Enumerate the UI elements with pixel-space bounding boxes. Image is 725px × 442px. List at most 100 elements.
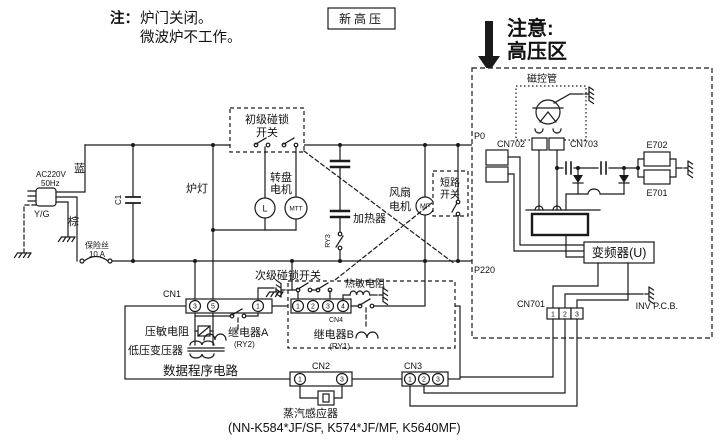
- junction-dots: [131, 143, 640, 263]
- wire-blue: [55, 144, 86, 193]
- new-hv-badge-frame: [327, 7, 396, 30]
- secondary-winding: [189, 353, 215, 359]
- label-brown: 棕: [68, 214, 79, 228]
- diode-icon: [573, 175, 583, 183]
- doubler-lower-wire: [565, 188, 625, 211]
- switch-blade: [283, 137, 295, 145]
- cn3-pin-3: 3: [436, 377, 440, 384]
- steam-sensor-crystal: [322, 393, 330, 403]
- cn701-label: CN701: [517, 299, 545, 309]
- cn4-connector: 1 2 3 4 CN4: [290, 298, 352, 324]
- thermistor-wire: [342, 294, 351, 301]
- cn701-to-cn3-wires: [409, 318, 578, 407]
- fuse-element: [83, 255, 109, 262]
- turntable-label2: 电机: [270, 182, 292, 196]
- note-line1: 炉门关闭。: [140, 10, 213, 27]
- contact: [455, 199, 461, 205]
- cn701-pin-2: 2: [563, 312, 567, 319]
- inverter-ground-wire: [564, 293, 644, 309]
- door-linkage: [303, 150, 456, 285]
- thermistor: 热敏电阻: [342, 277, 389, 306]
- switch-blade: [451, 202, 458, 213]
- contact: [253, 142, 259, 148]
- fuse-label2: 10 A: [89, 250, 106, 259]
- cn3-pin-2: 2: [422, 377, 426, 384]
- cn1-body: [185, 298, 273, 314]
- transformer-output: [565, 234, 585, 258]
- transformer-winding: [534, 205, 562, 211]
- cn1-pin-5: 5: [211, 304, 215, 311]
- fan-letters: MF: [420, 204, 430, 211]
- contact: [455, 211, 461, 217]
- primary-latch-label1: 初级碰锁: [245, 112, 289, 126]
- relay-b-coil: [355, 331, 379, 339]
- relay-a: 继电器A (RY2): [194, 308, 269, 349]
- turntable-symbol: [284, 196, 308, 220]
- contact: [229, 313, 235, 319]
- latch-ground-icon: [275, 279, 286, 298]
- magnetron: 磁控管 CN703: [515, 72, 598, 211]
- contact: [241, 313, 247, 319]
- cn701-connector: CN701 1 2 3: [409, 299, 584, 407]
- varistor: 压敏电阻: [145, 312, 214, 346]
- cn4-pin: [291, 299, 305, 313]
- supply-frequency: 50Hz: [41, 179, 60, 188]
- cn703-pin: [548, 137, 565, 151]
- cn1-pin: [251, 299, 265, 313]
- p220-label: P220: [474, 265, 495, 275]
- thermistor-coil: [349, 290, 371, 296]
- relay-a-label: 继电器A: [228, 326, 269, 339]
- heater-element-lower: [329, 209, 351, 219]
- new-hv-badge: 新高压: [327, 7, 396, 30]
- lv-transformer: 低压变压器: [128, 340, 225, 359]
- lv-transformer-label: 低压变压器: [128, 343, 183, 357]
- supply-voltage: AC220V: [36, 170, 66, 179]
- hv-transformer: [525, 205, 601, 258]
- bottom-connectors: CN2 1 3 蒸汽感应器 CN3 1 2 3: [283, 361, 449, 420]
- magnetron-internals: [532, 107, 564, 123]
- inverter-body: [583, 241, 655, 264]
- cn2-pin-3: 3: [340, 377, 344, 384]
- note-line2: 微波炉不工作。: [140, 29, 242, 46]
- diode-icon: [619, 175, 629, 183]
- heater-element-upper: [329, 159, 351, 169]
- lv-feed-wires: [194, 312, 214, 346]
- fan-label2: 电机: [389, 199, 411, 213]
- down-arrow-icon: [478, 21, 505, 72]
- cn4-pin-3: 3: [326, 304, 330, 311]
- turntable-motor: MTT 转盘 电机: [212, 146, 308, 231]
- cn2-body: [289, 371, 353, 387]
- cn701-pin-1: 1: [551, 312, 555, 319]
- cn1-label: CN1: [163, 289, 181, 299]
- cn1-pin-3: 3: [193, 304, 197, 311]
- relay-a-wire: [194, 312, 259, 317]
- magnetron-label: 磁控管: [527, 72, 557, 85]
- earth-ground-icon: [57, 232, 76, 243]
- turntable-label1: 转盘: [270, 170, 292, 184]
- lamp-symbol: [254, 197, 276, 219]
- relay-b: 继电器B (RY1): [314, 260, 426, 351]
- cn702-connector: CN702: [485, 139, 585, 252]
- linkage-line: [303, 150, 456, 265]
- hv-warning-line1: 注意:: [507, 16, 554, 40]
- note-label: 注：: [110, 9, 139, 27]
- plug-icon: [35, 187, 57, 207]
- secondary-latch: 次级碰锁开关: [255, 260, 456, 349]
- new-hv-badge-label: 新高压: [339, 11, 384, 26]
- short-switch-frame: [432, 170, 469, 217]
- control-board: 数据程序电路 CN1 3 5 1 压敏电阻: [124, 146, 461, 380]
- filament-icon: [534, 128, 562, 134]
- cn2-pin: [293, 372, 307, 386]
- e701-body: [643, 169, 671, 185]
- e702-body: [643, 151, 671, 167]
- power-input: AC220V 50Hz 蓝 Y/G 棕 保险丝 10 A: [13, 144, 113, 264]
- model-list: (NN-K584*JF/SF, K574*JF/MF, K5640MF): [228, 421, 461, 435]
- cn1-pin: [188, 299, 202, 313]
- primary-latch-label2: 开关: [256, 125, 278, 139]
- e702-label: E702: [646, 140, 667, 150]
- contact: [307, 287, 313, 293]
- c1-capacitor: [125, 196, 141, 204]
- short-switch-label1: 短路: [440, 176, 460, 189]
- e701-label: E701: [646, 188, 667, 198]
